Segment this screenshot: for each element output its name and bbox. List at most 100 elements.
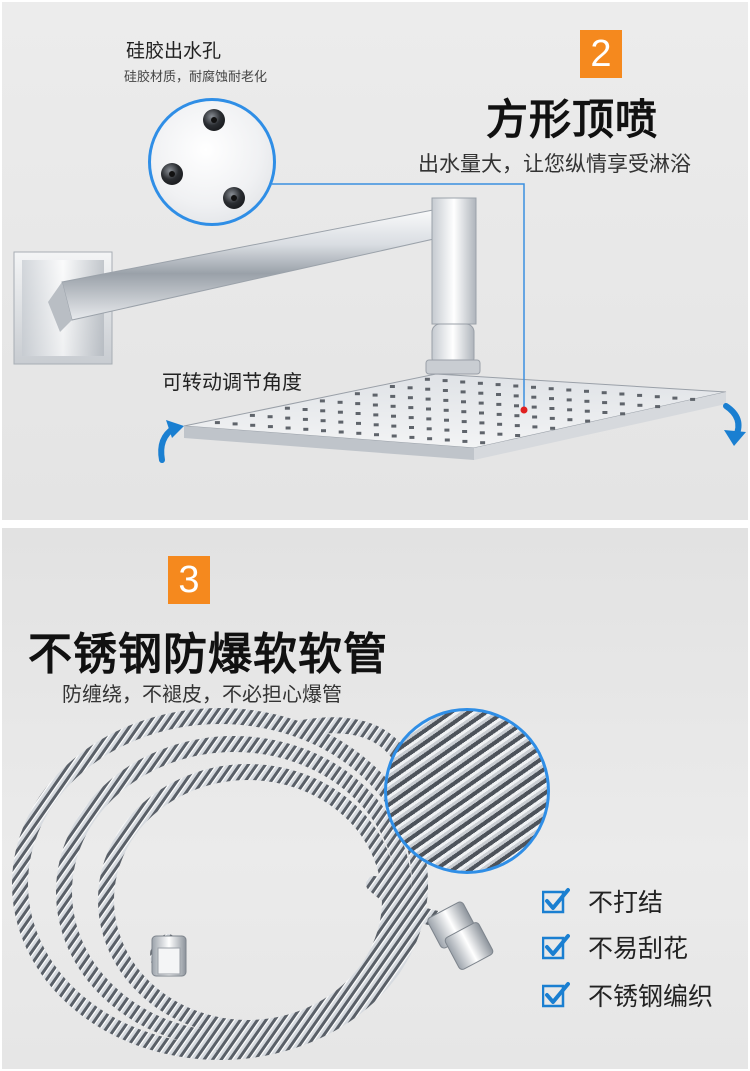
spray-nozzle: [478, 391, 484, 395]
spray-nozzle: [426, 407, 431, 411]
spray-nozzle: [356, 431, 362, 435]
feature-label: 不打结: [588, 888, 664, 917]
section-number-badge: 3: [168, 556, 210, 604]
spray-nozzle: [479, 411, 484, 415]
spray-nozzle: [337, 410, 343, 414]
spray-nozzle: [549, 407, 555, 410]
section-title: 方形顶喷: [486, 95, 659, 144]
feature-label: 不易刮花: [588, 934, 689, 963]
section-subtitle: 防缠绕，不褪皮，不必担心爆管: [62, 682, 342, 706]
spray-nozzle: [637, 403, 643, 407]
spray-nozzle: [619, 402, 625, 406]
spray-nozzle: [408, 416, 414, 420]
spray-nozzle: [514, 424, 520, 428]
hose-image: [12, 708, 494, 1060]
hose-panel: 3 不锈钢防爆软软管 防缠绕，不褪皮，不必担心爆管: [2, 528, 748, 1069]
spray-nozzle: [567, 408, 573, 412]
spray-nozzle: [320, 419, 326, 423]
spray-nozzle: [444, 438, 450, 442]
spray-nozzle: [356, 421, 361, 425]
spray-nozzle: [585, 419, 591, 423]
spray-nozzle: [532, 425, 538, 429]
spray-nozzle: [690, 397, 696, 401]
spray-nozzle: [601, 391, 607, 395]
callout-line: [272, 183, 528, 414]
spray-nozzle: [654, 395, 660, 399]
rotate-left-arrow-icon: [158, 420, 184, 463]
spray-nozzle: [460, 380, 466, 384]
spray-nozzle: [461, 400, 466, 404]
check-icon: [542, 888, 570, 914]
spray-nozzle: [584, 409, 590, 413]
spray-nozzle: [480, 441, 486, 445]
spray-nozzle: [479, 431, 485, 435]
spray-nozzle: [497, 422, 503, 426]
spray-nozzle: [496, 402, 502, 406]
hose-nut-left: [151, 935, 187, 977]
section-title: 不锈钢防爆软软管: [28, 629, 388, 680]
feature-label: 不锈钢编织: [588, 982, 714, 1011]
spray-nozzle: [479, 421, 485, 425]
spray-nozzle: [442, 379, 448, 383]
spray-nozzle: [478, 401, 484, 405]
feature-item: 不打结: [542, 884, 663, 918]
shower-head-image: [13, 197, 727, 460]
check-icon: [542, 982, 570, 1008]
spray-nozzle: [460, 390, 466, 394]
spray-nozzle: [584, 399, 590, 403]
spray-nozzle: [390, 394, 396, 398]
spray-nozzle: [531, 385, 536, 389]
feature-item: 不锈钢编织: [542, 978, 713, 1012]
spray-nozzle: [477, 381, 483, 385]
spray-nozzle: [495, 383, 501, 387]
spray-nozzle: [354, 392, 360, 396]
nozzle-hole: [161, 163, 183, 185]
spray-nozzle: [337, 400, 343, 404]
spray-nozzle: [390, 404, 396, 408]
spray-nozzle: [549, 397, 554, 401]
spray-nozzle: [637, 393, 643, 397]
section-number-badge: 2: [580, 30, 622, 78]
spray-nozzle: [338, 420, 344, 424]
spray-nozzle: [391, 414, 396, 418]
spray-nozzle: [513, 394, 519, 398]
spray-nozzle: [373, 423, 379, 427]
spray-nozzle: [515, 434, 521, 437]
spray-nozzle: [355, 402, 361, 406]
spray-nozzle: [549, 416, 555, 420]
spray-nozzle: [285, 426, 291, 430]
spray-nozzle: [320, 409, 326, 413]
spray-nozzle: [602, 411, 608, 414]
spray-nozzle: [426, 427, 432, 431]
spray-nozzle: [391, 424, 397, 428]
spray-nozzle: [444, 428, 450, 432]
spray-nozzle: [391, 434, 397, 438]
spray-nozzle: [214, 421, 220, 425]
spray-nozzle: [496, 393, 501, 396]
nozzle-hole: [223, 187, 245, 209]
nozzle-description: 硅胶材质，耐腐蚀耐老化: [124, 70, 268, 85]
spray-nozzle: [372, 393, 378, 397]
spray-nozzle: [355, 412, 361, 415]
spray-nozzle: [619, 392, 625, 396]
spray-nozzle: [443, 408, 449, 412]
spray-nozzle: [409, 435, 415, 439]
spray-nozzle: [513, 384, 519, 388]
spray-nozzle: [373, 413, 379, 417]
nozzle-zoom-circle: [148, 98, 276, 226]
spray-nozzle: [461, 420, 467, 424]
spray-nozzle: [284, 406, 290, 410]
spray-nozzle: [303, 427, 309, 431]
spray-nozzle: [443, 398, 449, 402]
spray-nozzle: [302, 408, 308, 411]
spray-nozzle: [442, 389, 448, 392]
spray-nozzle: [548, 387, 554, 391]
spray-nozzle: [462, 439, 468, 443]
nozzle-label: 硅胶出水孔: [126, 40, 222, 62]
spray-nozzle: [302, 417, 308, 421]
nozzle-hole: [203, 109, 225, 131]
spray-nozzle: [372, 403, 378, 407]
check-icon: [542, 934, 570, 960]
feature-item: 不易刮花: [542, 930, 688, 964]
spray-nozzle: [250, 423, 256, 427]
